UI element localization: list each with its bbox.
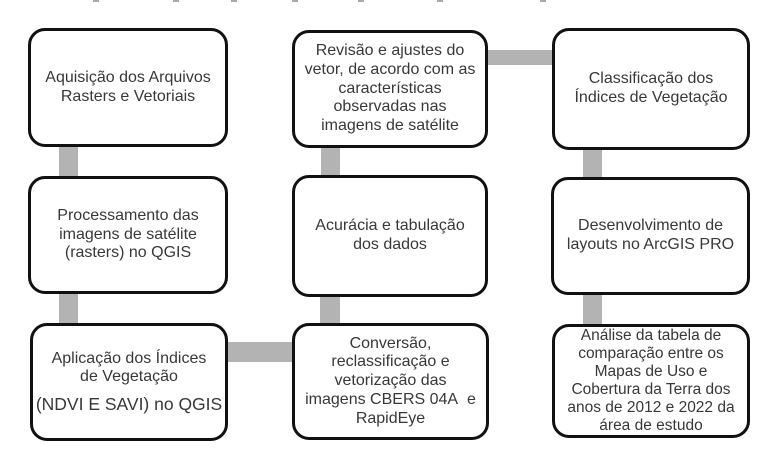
flow-node-processamento: Processamento das imagens de satélite (r… <box>28 176 228 294</box>
cropped-text-fragment <box>540 0 546 2</box>
cropped-text-fragment <box>173 0 179 2</box>
flow-node-revisao-label: Revisão e ajustes do vetor, de acordo co… <box>304 42 476 135</box>
connector-layouts-analise <box>583 289 602 331</box>
connector-aplicacao-conversao <box>220 342 300 362</box>
flow-node-acuracia: Acurácia e tabulação dos dados <box>292 175 488 297</box>
connector-aquisicao-processamento <box>59 140 78 184</box>
cropped-text-fragment <box>231 0 237 2</box>
flow-node-classificacao-label: Classificação dos Índices de Vegetação <box>574 70 728 106</box>
connector-revisao-classificacao <box>480 50 560 65</box>
flow-node-aplicacao-label-main: Aplicação dos Índices de Vegetação <box>51 349 207 386</box>
cropped-text-fragment <box>358 0 364 2</box>
connector-classificacao-layouts <box>583 143 602 184</box>
flow-node-analise-tabela: Análise da tabela de comparação entre os… <box>552 324 750 438</box>
flow-node-aplicacao-label-sub: (NDVI E SAVI) no QGIS <box>35 393 223 414</box>
connector-acuracia-revisao <box>321 141 340 182</box>
flow-node-aquisicao: Aquisição dos Arquivos Rasters e Vetoria… <box>28 28 228 147</box>
flow-node-revisao: Revisão e ajustes do vetor, de acordo co… <box>292 30 488 148</box>
flow-node-aquisicao-label: Aquisição dos Arquivos Rasters e Vetoria… <box>45 68 211 105</box>
flow-node-aplicacao-indices: Aplicação dos Índices de Vegetação (NDVI… <box>30 323 228 441</box>
connector-conversao-acuracia <box>320 288 340 330</box>
cropped-text-fragment <box>437 0 443 2</box>
flow-node-layouts-label: Desenvolvimento de layouts no ArcGIS PRO <box>566 217 735 253</box>
flow-node-conversao: Conversão, reclassificação e vetorização… <box>292 323 489 440</box>
flow-node-layouts: Desenvolvimento de layouts no ArcGIS PRO <box>551 177 750 295</box>
cropped-text-fragment <box>93 0 99 2</box>
flow-node-acuracia-label: Acurácia e tabulação dos dados <box>315 217 465 253</box>
flow-node-classificacao: Classificação dos Índices de Vegetação <box>552 28 750 150</box>
flow-node-conversao-label: Conversão, reclassificação e vetorização… <box>305 334 476 427</box>
connector-processamento-aplicacao <box>59 288 78 330</box>
cropped-text-fragment <box>292 0 298 2</box>
flow-node-processamento-label: Processamento das imagens de satélite (r… <box>57 206 199 262</box>
flow-node-analise-label: Análise da tabela de comparação entre os… <box>567 327 735 434</box>
